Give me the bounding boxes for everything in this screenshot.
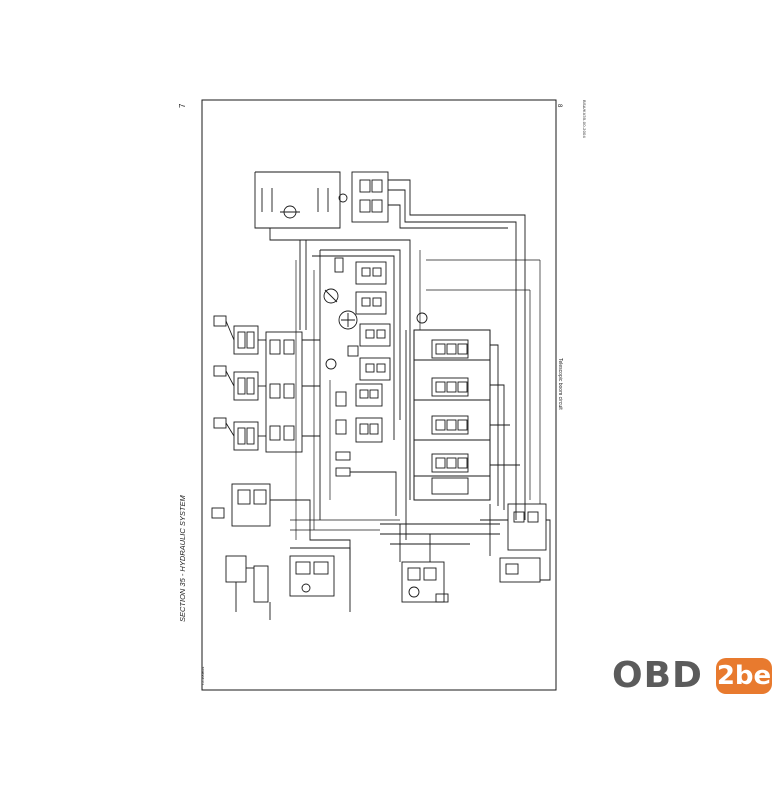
figure-caption: Telescopic boom circuit xyxy=(557,358,563,410)
middle-relief-valves xyxy=(335,383,397,516)
main-control-valve-stack xyxy=(405,312,520,540)
section-header: SECTION 35 - HYDRAULIC SYSTEM xyxy=(178,495,187,622)
pump-motor-group xyxy=(380,523,500,603)
watermark-badge: 2be xyxy=(716,658,772,694)
pipe-runs xyxy=(290,250,541,540)
page-frame xyxy=(201,99,557,691)
page-number-top: 7 xyxy=(178,103,187,108)
lower-left-components xyxy=(211,483,351,620)
sheet-id: T5-100814 xyxy=(200,666,205,686)
page-number-right: 8 xyxy=(556,104,562,108)
top-pilot-circuit xyxy=(254,171,526,520)
left-solenoid-bank xyxy=(213,315,320,453)
reference-code: BSA/KI/35-00-2004 xyxy=(582,100,587,138)
watermark-text: OBD xyxy=(612,655,703,696)
right-side-components xyxy=(480,503,551,583)
obd2be-watermark-logo: OBD 2be xyxy=(612,654,772,698)
upper-valve-cluster xyxy=(299,240,401,520)
